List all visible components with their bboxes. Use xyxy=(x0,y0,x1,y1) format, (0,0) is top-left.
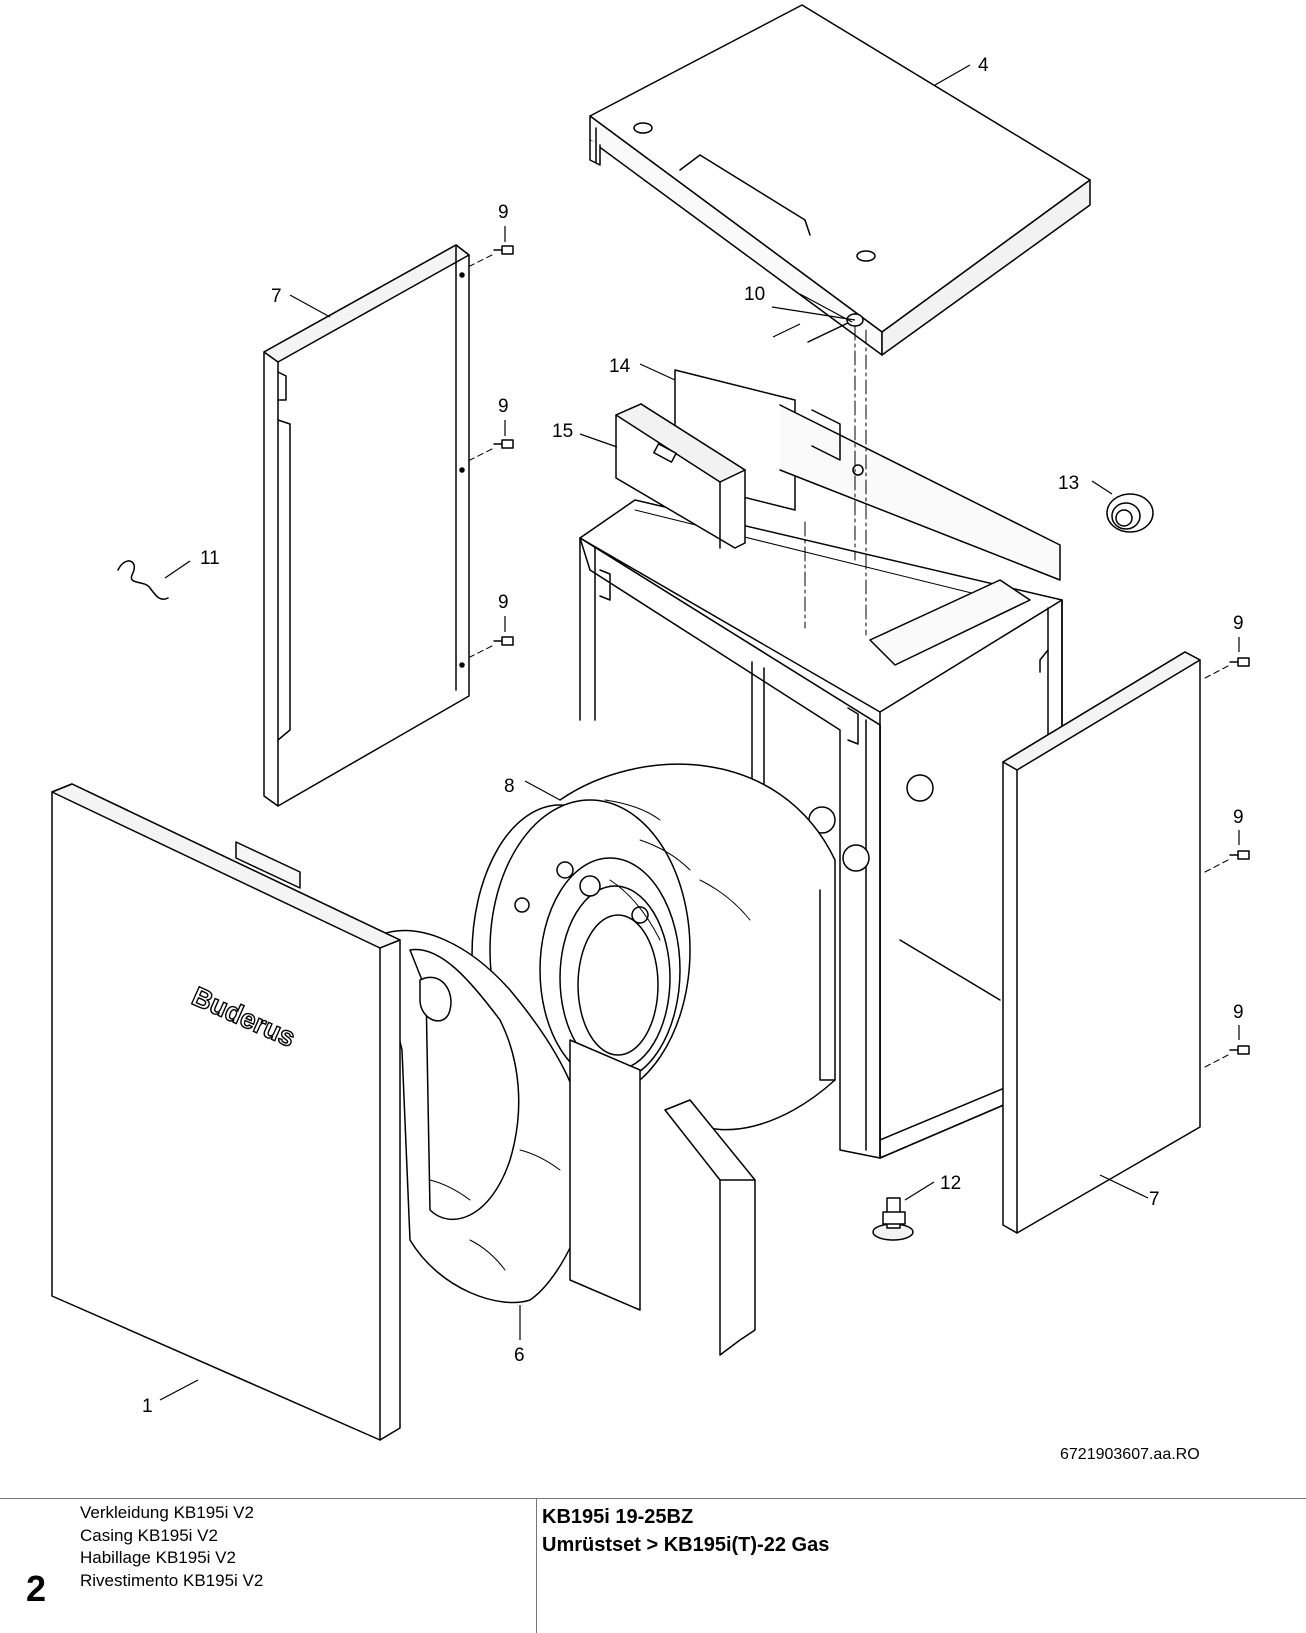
description-en: Casing KB195i V2 xyxy=(80,1525,218,1545)
part-description: Verkleidung KB195i V2 Casing KB195i V2 H… xyxy=(80,1502,263,1592)
callout-11: 11 xyxy=(200,548,220,569)
callout-9: 9 xyxy=(1233,807,1244,828)
callout-7: 7 xyxy=(271,286,282,307)
description-fr: Habillage KB195i V2 xyxy=(80,1548,236,1567)
description-it: Rivestimento KB195i V2 xyxy=(80,1570,264,1590)
description-de: Verkleidung KB195i V2 xyxy=(80,1503,254,1522)
part-12-adjustable-foot xyxy=(872,1197,914,1241)
callout-4: 4 xyxy=(978,55,989,76)
part-13-grommet xyxy=(1106,493,1154,533)
drawing-reference-number: 6721903607.aa.RO xyxy=(1060,1446,1200,1463)
part-6-front-insulation xyxy=(379,930,641,1311)
exploded-parts-drawing: Buderus 4 9 7 10 14 9 15 13 11 9 9 8 9 9… xyxy=(51,4,1250,1441)
part-10-sensor xyxy=(804,313,867,636)
callout-9: 9 xyxy=(1233,1002,1244,1023)
callout-14: 14 xyxy=(609,356,631,377)
callout-13: 13 xyxy=(1058,473,1079,494)
callout-15: 15 xyxy=(552,421,573,442)
callout-9: 9 xyxy=(498,396,509,417)
leader-lines xyxy=(159,64,1240,1401)
footer-divider xyxy=(536,1498,537,1633)
callout-7: 7 xyxy=(1149,1189,1160,1210)
burner-bracket xyxy=(664,1099,756,1356)
callout-9: 9 xyxy=(498,202,509,223)
callout-9: 9 xyxy=(498,592,509,613)
model-line-2: Umrüstset > KB195i(T)-22 Gas xyxy=(542,1534,830,1556)
page-number: 2 xyxy=(26,1568,47,1609)
part-15-control-panel xyxy=(615,403,746,549)
part-1-front-door xyxy=(51,783,401,1441)
part-7-right-side-panel xyxy=(1002,651,1201,1234)
model-title: KB195i 19-25BZ Umrüstset > KB195i(T)-22 … xyxy=(542,1503,829,1559)
model-line-1: KB195i 19-25BZ xyxy=(542,1506,694,1528)
callout-12: 12 xyxy=(940,1173,961,1194)
part-4-top-cover xyxy=(589,4,1091,356)
callout-6: 6 xyxy=(514,1345,525,1366)
screws xyxy=(469,245,1250,1068)
callout-8: 8 xyxy=(504,776,515,797)
part-7-left-side-panel xyxy=(263,244,470,807)
callout-9: 9 xyxy=(1233,613,1244,634)
part-11-hook xyxy=(117,560,169,600)
callout-1: 1 xyxy=(142,1396,153,1417)
footer-rule xyxy=(0,1498,1306,1499)
callout-10: 10 xyxy=(744,284,765,305)
